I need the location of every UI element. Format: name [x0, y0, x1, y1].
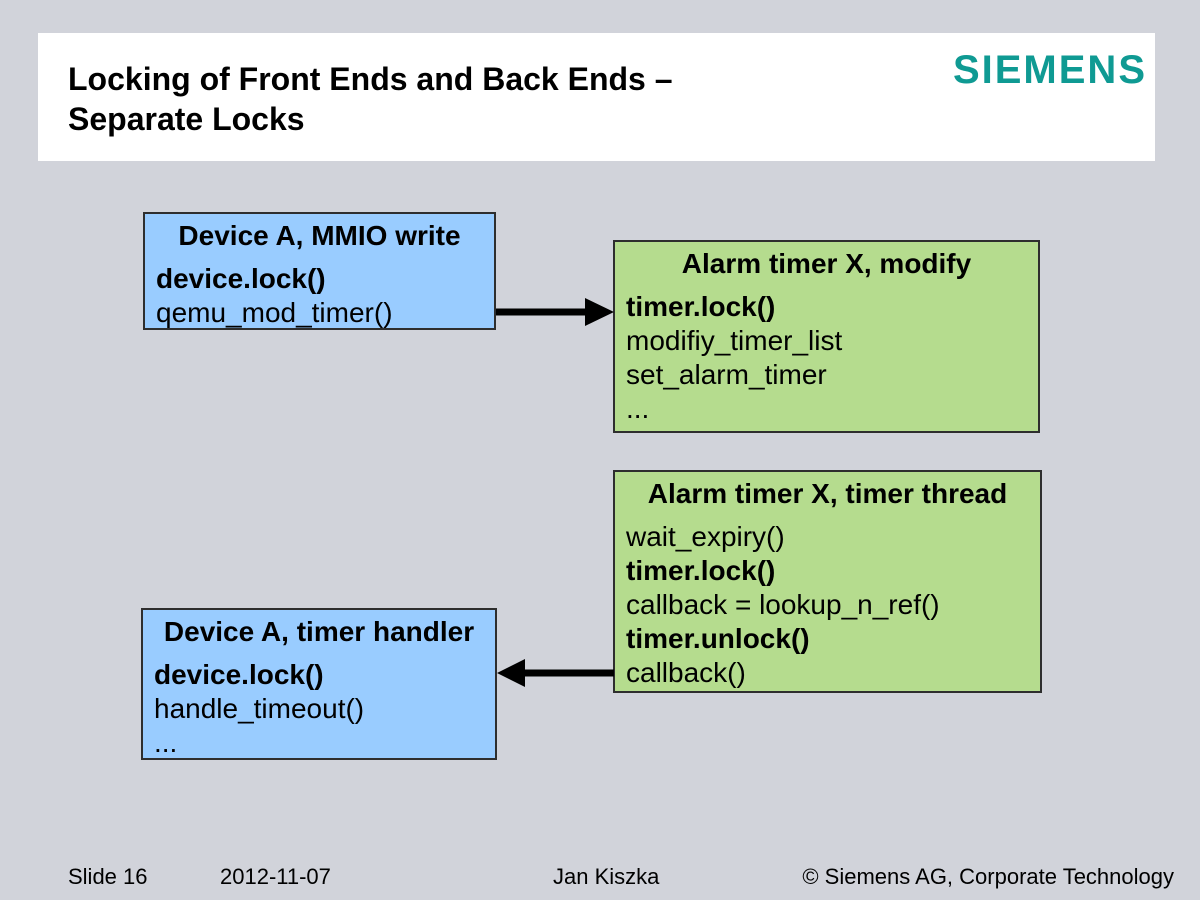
box-line: handle_timeout() — [154, 693, 365, 724]
box-line: device.lock() — [156, 263, 326, 294]
box-device-a-mmio-write: Device A, MMIO write device.lock() qemu_… — [143, 212, 496, 330]
footer-copyright: © Siemens AG, Corporate Technology — [802, 864, 1174, 889]
box-alarm-timer-x-timer-thread: Alarm timer X, timer thread wait_expiry(… — [613, 470, 1042, 693]
box-alarm-timer-x-modify: Alarm timer X, modify timer.lock() modif… — [613, 240, 1040, 433]
header-band: Locking of Front Ends and Back Ends – Se… — [38, 33, 1155, 161]
arrow-right-icon — [496, 295, 614, 329]
box-line: timer.unlock() — [626, 623, 810, 654]
box-line: timer.lock() — [626, 555, 776, 586]
box-line: modifiy_timer_list — [626, 325, 843, 356]
footer-author: Jan Kiszka — [553, 864, 660, 889]
box-line: set_alarm_timer — [626, 359, 827, 390]
box-title: Device A, MMIO write — [178, 220, 461, 251]
box-line: device.lock() — [154, 659, 324, 690]
box-line: wait_expiry() — [626, 521, 785, 552]
box-title: Device A, timer handler — [163, 616, 475, 647]
box-title: Alarm timer X, timer thread — [647, 478, 1008, 509]
box-device-a-timer-handler: Device A, timer handler device.lock() ha… — [141, 608, 497, 760]
slide-title: Locking of Front Ends and Back Ends – Se… — [68, 59, 673, 139]
arrow-left-icon — [497, 656, 614, 690]
box-title: Alarm timer X, modify — [681, 248, 972, 279]
slide-title-line-2: Separate Locks — [68, 101, 305, 137]
box-line: callback = lookup_n_ref() — [626, 589, 940, 620]
footer-slide-number: Slide 16 — [68, 864, 148, 889]
box-line: ... — [154, 727, 178, 758]
box-line: timer.lock() — [626, 291, 776, 322]
slide-title-line-1: Locking of Front Ends and Back Ends – — [68, 61, 673, 97]
box-line: callback() — [626, 657, 746, 688]
footer-date: 2012-11-07 — [220, 864, 331, 889]
box-line: qemu_mod_timer() — [156, 297, 393, 328]
siemens-logo: SIEMENS — [952, 48, 1147, 92]
box-line: ... — [626, 393, 650, 424]
